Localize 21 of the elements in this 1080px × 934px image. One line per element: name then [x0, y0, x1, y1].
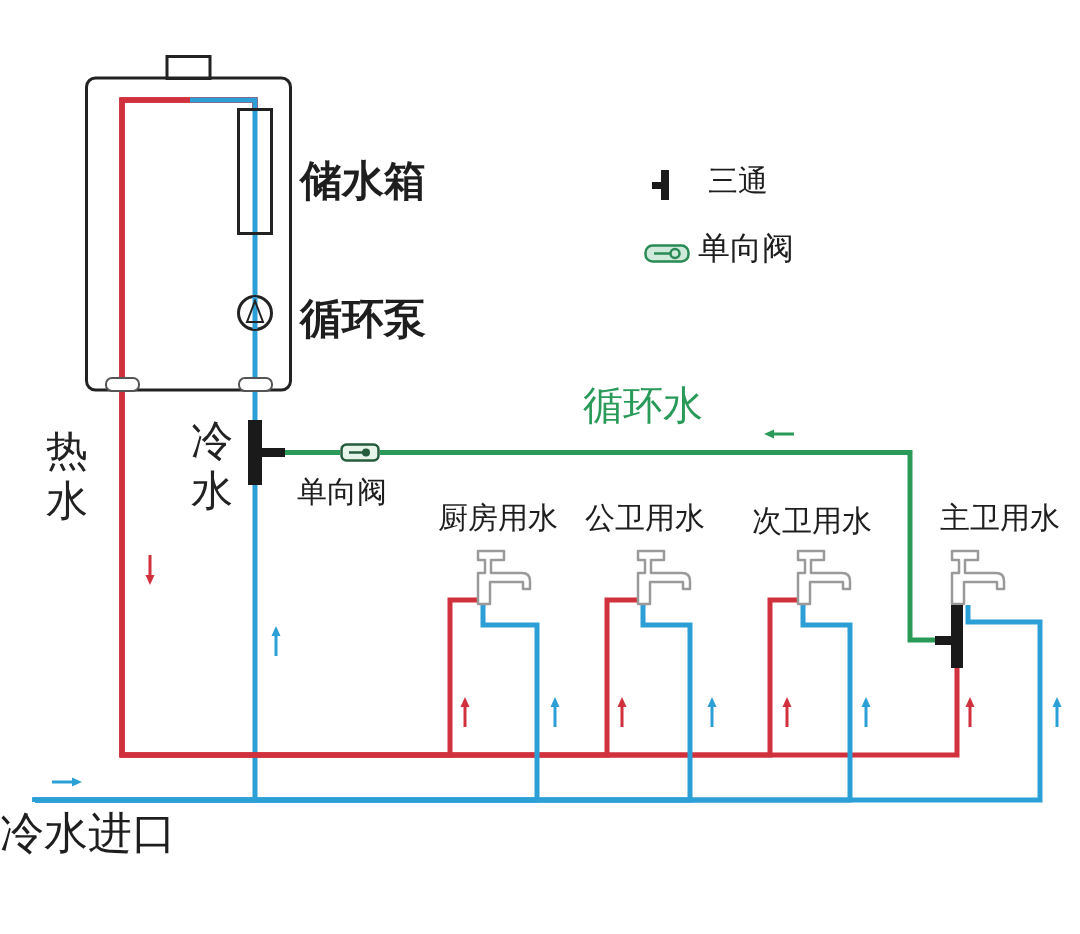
legend-label: 三通	[708, 163, 768, 199]
pipe	[380, 450, 935, 643]
fixture-label: 公卫用水	[585, 500, 705, 536]
pipe-label: 热水	[46, 426, 89, 527]
pipe	[285, 450, 340, 455]
pipe	[252, 235, 258, 295]
fixture-label: 厨房用水	[438, 500, 558, 536]
tee-fitting	[935, 605, 963, 668]
valve-label: 单向阀	[297, 474, 387, 510]
pipe	[32, 605, 1043, 805]
fixture-label: 次卫用水	[752, 503, 872, 539]
pipe-label: 冷水	[191, 416, 234, 517]
pipe-label: 循环水	[583, 381, 703, 429]
component-label: 储水箱	[300, 156, 426, 207]
pipe	[252, 331, 258, 420]
inlet-label: 冷水进口	[0, 802, 184, 864]
legend-label: 单向阀	[698, 229, 794, 268]
pipe	[119, 97, 960, 758]
component-label: 循环泵	[300, 294, 426, 345]
fixture-label: 主卫用水	[940, 500, 1060, 536]
tee-fitting	[248, 420, 285, 485]
